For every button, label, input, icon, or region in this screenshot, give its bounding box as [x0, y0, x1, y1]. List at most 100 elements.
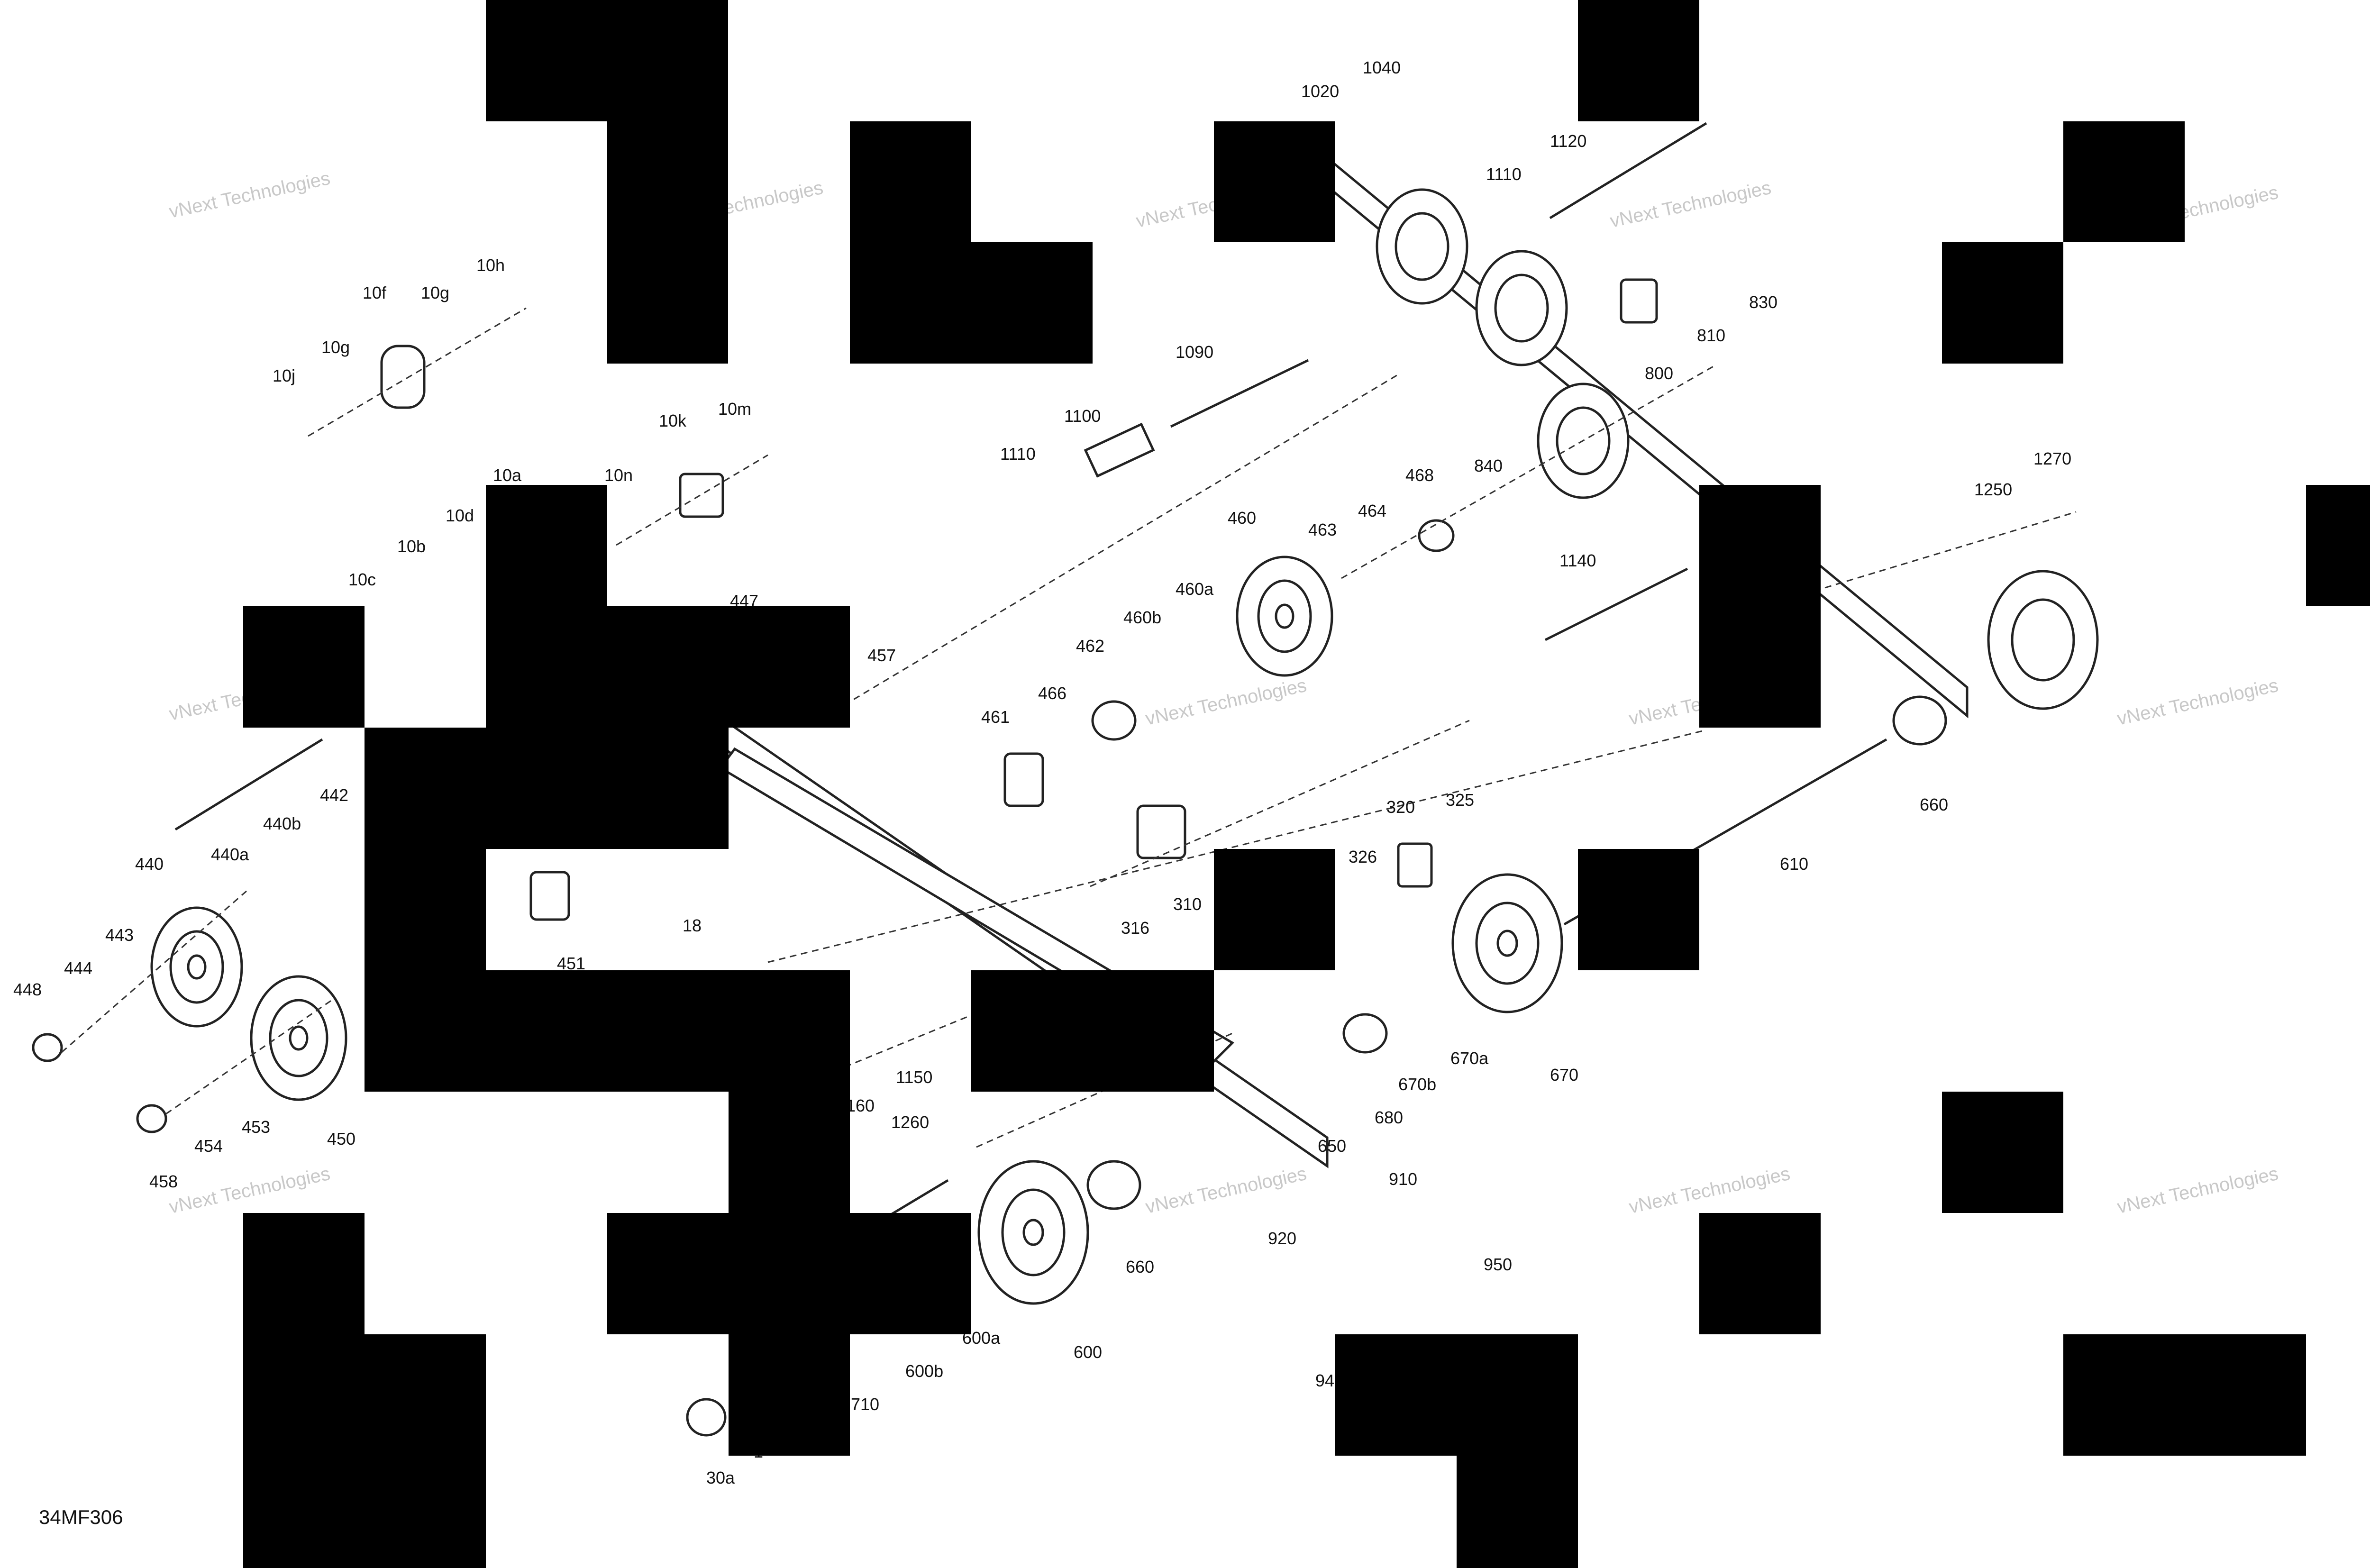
- wheel-440: [150, 906, 243, 1028]
- callout-label: 443: [105, 925, 134, 945]
- callout-label: 1110: [1486, 164, 1522, 184]
- watermark: vNext Technologies: [167, 1163, 332, 1218]
- callout-label: 10g: [421, 283, 449, 302]
- callout-label: 660: [1920, 795, 1948, 814]
- callout-label: 10f: [363, 283, 387, 302]
- redaction-block: [486, 485, 607, 728]
- callout-label: 920: [1268, 1229, 1296, 1248]
- callout-label: 18: [683, 916, 702, 935]
- watermark: vNext Technologies: [1608, 177, 1773, 232]
- callout-label: 680: [1375, 1108, 1403, 1127]
- wheel-670: [1451, 873, 1563, 1013]
- callout-label: 670a: [1450, 1048, 1489, 1068]
- callout-label: 1040: [1363, 58, 1401, 77]
- callout-label: 464: [1358, 501, 1386, 520]
- redaction-block: [365, 849, 486, 970]
- assembly-line: [834, 374, 1399, 712]
- redaction-block: [1214, 121, 1335, 242]
- wheel-600: [977, 1160, 1089, 1305]
- callout-label: 10k: [659, 411, 687, 430]
- callout-label: 451: [557, 954, 585, 973]
- hub-660-right: [1892, 695, 1947, 746]
- redaction-block: [243, 606, 365, 728]
- callout-label: 461: [981, 707, 1010, 727]
- callout-label: 660: [1126, 1257, 1154, 1276]
- callout-label: 460b: [1123, 608, 1161, 627]
- spacer-1100: [1084, 422, 1155, 478]
- shaft-1090: [1170, 359, 1309, 428]
- block-10k: [679, 473, 724, 518]
- redaction-block: [729, 1092, 850, 1213]
- redaction-block: [607, 1213, 971, 1334]
- redaction-block: [1578, 849, 1699, 970]
- callout-label: 460a: [1176, 579, 1214, 599]
- callout-label: 810: [1697, 326, 1725, 345]
- redaction-block: [2063, 121, 2185, 242]
- callout-label: 10d: [446, 506, 474, 525]
- redaction-block: [365, 1334, 486, 1568]
- cap-458: [136, 1104, 167, 1133]
- callout-label: 910: [1389, 1169, 1417, 1189]
- redaction-block: [243, 1213, 365, 1568]
- callout-label: 1090: [1176, 342, 1213, 362]
- callout-label: 600b: [905, 1361, 943, 1381]
- callout-label: 1260: [891, 1112, 929, 1132]
- callout-label: 160: [846, 1096, 875, 1115]
- callout-label: 463: [1308, 520, 1337, 539]
- redaction-blocks: [243, 0, 2370, 1568]
- redaction-block: [365, 970, 850, 1092]
- watermark: vNext Technologies: [2115, 675, 2280, 729]
- redaction-block: [2306, 485, 2370, 606]
- callout-label: 10a: [493, 465, 522, 485]
- callout-label: 466: [1038, 684, 1066, 703]
- callout-label: 830: [1749, 292, 1778, 312]
- callout-label: 1020: [1301, 82, 1339, 101]
- redaction-block: [1699, 485, 1821, 728]
- assembly-line: [308, 307, 527, 437]
- watermark: vNext Technologies: [1144, 675, 1309, 729]
- block-451: [529, 871, 570, 921]
- callout-label: 10j: [273, 366, 295, 385]
- callout-label: 1120: [1550, 131, 1586, 151]
- callout-label: 326: [1349, 847, 1377, 866]
- redaction-block: [2063, 1334, 2306, 1456]
- callout-label: 840: [1474, 456, 1503, 475]
- callout-label: 10n: [604, 465, 633, 485]
- callout-label: 1270: [2033, 449, 2071, 468]
- callout-label: 460: [1228, 508, 1256, 528]
- block-800: [1620, 278, 1658, 324]
- watermark: vNext Technologies: [1627, 1163, 1792, 1218]
- redaction-block: [1457, 1456, 1578, 1568]
- callout-label: 457: [867, 646, 896, 665]
- hub-660-lower: [1086, 1160, 1141, 1210]
- callout-label: 442: [320, 785, 348, 805]
- shaft-long-left: [174, 738, 323, 831]
- callout-label: 670: [1550, 1065, 1578, 1085]
- redaction-block: [1578, 0, 1699, 121]
- callout-label: 453: [242, 1117, 270, 1137]
- callout-label: 454: [194, 1136, 223, 1156]
- assembly-line: [1090, 720, 1470, 887]
- washer-680: [1342, 1013, 1388, 1054]
- callout-label: 444: [64, 958, 92, 978]
- callout-label: 650: [1318, 1136, 1346, 1156]
- shaft-1140: [1544, 567, 1688, 641]
- redaction-block: [1335, 1334, 1578, 1456]
- assembly-line: [1824, 511, 2077, 589]
- callout-label: 600: [1074, 1342, 1102, 1362]
- watermark: vNext Technologies: [2115, 1163, 2280, 1218]
- wheel-rear-upper: [1376, 188, 1468, 305]
- callout-label: 10c: [348, 570, 376, 589]
- diagram-reference-code: 34MF306: [39, 1506, 123, 1528]
- callout-label: 1250: [1974, 480, 2012, 499]
- redaction-block: [729, 1334, 850, 1456]
- redaction-block: [971, 970, 1214, 1092]
- callout-label: 670b: [1398, 1075, 1436, 1094]
- redaction-block: [850, 121, 971, 364]
- slider-10f: [380, 345, 426, 409]
- redaction-block: [1942, 1092, 2063, 1213]
- callout-label: 710: [851, 1395, 879, 1414]
- callout-label: 1150: [896, 1067, 932, 1087]
- wheel-460: [1236, 556, 1333, 677]
